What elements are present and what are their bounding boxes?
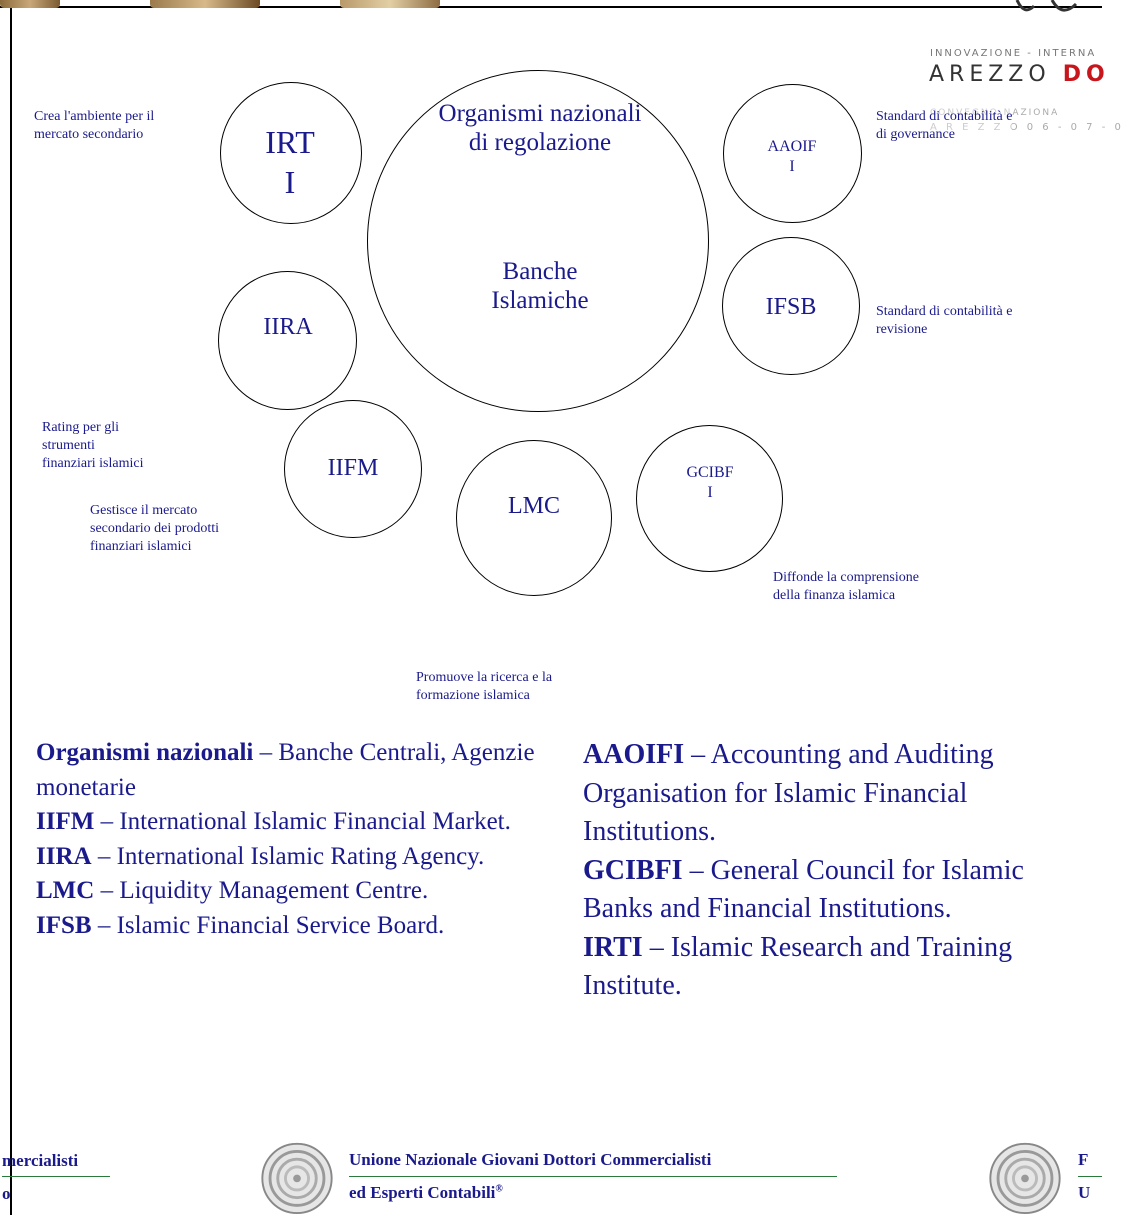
brand-title: AREZZO DO: [929, 62, 1110, 87]
node-ifsb-label: IFSB: [765, 294, 817, 320]
note-aaoifi: Standard di contabilità e di governance: [876, 108, 1013, 145]
footer-left-line1: mercialisti: [2, 1151, 79, 1170]
footer-right-line2: U: [1078, 1183, 1091, 1202]
legend-left: Organismi nazionali – Banche Centrali, A…: [36, 736, 536, 943]
legend-item-irti: IRTI – Islamic Research and Training Ins…: [583, 931, 1013, 1002]
note-iira: Rating per gli strumenti finanziari isla…: [42, 420, 144, 472]
node-iira-circle: [218, 271, 357, 410]
center-subtitle: Banche Islamiche: [491, 258, 589, 314]
header-photo-3: [340, 0, 440, 8]
center-title: Organismi nazionali di regolazione: [438, 100, 642, 156]
node-iira-label: IIRA: [263, 314, 313, 340]
brand-subtitle: CONVEGNO NAZIONA: [930, 108, 1060, 118]
frame-top-border: [0, 6, 1102, 8]
header-ornament-icon: [1015, 0, 1078, 12]
note-lmc: Promuove la ricerca e la formazione isla…: [416, 670, 553, 704]
frame-left-border: [10, 6, 12, 1215]
legend-item-gcibfi: GCIBFI – General Council for Islamic Ban…: [583, 854, 1024, 925]
node-lmc-label: LMC: [507, 493, 560, 519]
node-irti-circle: [220, 82, 362, 224]
node-gcibfi-label: GCIBF I: [686, 464, 734, 501]
legend-item-iifm: IIFM – International Islamic Financial M…: [36, 808, 511, 835]
brand-tagline: INNOVAZIONE - INTERNA: [930, 48, 1097, 59]
node-ifsb-circle: [722, 237, 860, 375]
node-irti-label: IRT I: [265, 124, 315, 200]
note-iifm: Gestisce il mercato secondario dei prodo…: [90, 503, 220, 555]
footer-center-divider: [349, 1176, 837, 1177]
note-ifsb: Standard di contabilità e revisione: [876, 304, 1013, 338]
node-iifm-label: IIFM: [327, 455, 379, 481]
footer-left-divider: [2, 1176, 110, 1177]
legend-item-aaoifi: AAOIFI – Accounting and Auditing Organis…: [583, 739, 994, 847]
footer-center-line1: Unione Nazionale Giovani Dottori Commerc…: [349, 1150, 712, 1169]
node-lmc-circle: [456, 440, 612, 596]
header-photo-2: [150, 0, 260, 8]
footer-center-line2: ed Esperti Contabili®: [349, 1183, 503, 1202]
brand-title-accent: DO: [1062, 62, 1110, 87]
footer-left-line2: o: [2, 1184, 11, 1203]
footer-right-line1: F: [1078, 1150, 1089, 1169]
registered-mark: ®: [495, 1183, 503, 1195]
node-gcibfi-circle: [636, 425, 783, 572]
note-irti: Crea l'ambiente per il mercato secondari…: [34, 109, 155, 143]
legend-right: AAOIFI – Accounting and Auditing Organis…: [583, 736, 1098, 1006]
header-photo-1: [0, 0, 60, 8]
center-circle: [367, 70, 709, 412]
labyrinth-logo-icon: [261, 1142, 333, 1215]
node-aaoifi-label: AAOIF I: [767, 138, 817, 175]
labyrinth-logo-icon-right: [989, 1142, 1061, 1215]
footer-right-divider: [1078, 1176, 1102, 1177]
node-aaoifi-circle: [723, 84, 862, 223]
node-iifm-circle: [284, 400, 422, 538]
note-gcibfi: Diffonde la comprensione della finanza i…: [773, 570, 919, 604]
legend-item-ifsb: IFSB – Islamic Financial Service Board.: [36, 911, 445, 939]
legend-item-iira: IIRA – International Islamic Rating Agen…: [36, 842, 485, 870]
legend-item-lmc: LMC – Liquidity Management Centre.: [36, 877, 429, 904]
brand-date: A R E Z Z O 0 6 - 0 7 - 0: [930, 122, 1124, 133]
legend-item-organismi: Organismi nazionali – Banche Centrali, A…: [36, 739, 535, 801]
